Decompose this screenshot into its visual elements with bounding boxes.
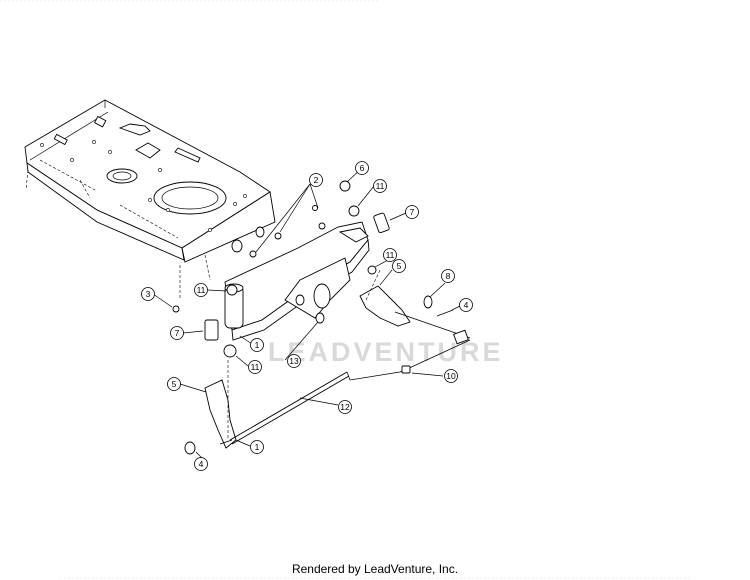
callout-11: 11 (248, 360, 262, 374)
callout-7: 7 (405, 205, 419, 219)
callout-10: 10 (444, 369, 458, 383)
svg-text:11: 11 (386, 250, 395, 260)
callout-2: 2 (309, 173, 323, 187)
tie-rod-12 (219, 369, 406, 445)
spacer-7-top (373, 212, 390, 234)
callout-13: 13 (287, 354, 301, 368)
front-axle-part (224, 221, 370, 341)
callout-5: 5 (167, 377, 181, 391)
svg-text:12: 12 (340, 402, 350, 412)
svg-text:8: 8 (446, 271, 451, 281)
svg-text:5: 5 (172, 379, 177, 389)
nut-3 (172, 305, 180, 313)
svg-text:10: 10 (446, 371, 456, 381)
cap-6 (339, 180, 351, 192)
spindle-left (204, 360, 237, 449)
svg-text:11: 11 (376, 181, 385, 191)
svg-text:1: 1 (255, 340, 260, 350)
svg-text:11: 11 (197, 285, 206, 295)
svg-text:11: 11 (251, 362, 260, 372)
watermark: LEADVENTURE (268, 337, 504, 367)
washer-8 (423, 295, 433, 309)
callout-8: 8 (441, 269, 455, 283)
svg-text:5: 5 (397, 261, 402, 271)
bolt-2-parts (249, 205, 326, 258)
nut-11-parts (223, 205, 377, 358)
callout-1: 1 (250, 338, 264, 352)
drag-link-10 (401, 339, 471, 374)
callout-7: 7 (170, 326, 184, 340)
leader-lines (152, 167, 461, 462)
callout-11: 11 (383, 248, 397, 262)
spacer-7-left (204, 319, 219, 341)
callout-3: 3 (141, 287, 155, 301)
svg-text:6: 6 (360, 163, 365, 173)
svg-text:13: 13 (289, 356, 299, 366)
callout-12: 12 (338, 400, 352, 414)
frame-part (24, 99, 276, 300)
svg-text:7: 7 (410, 207, 415, 217)
callout-6: 6 (355, 161, 369, 175)
svg-text:1: 1 (255, 442, 260, 452)
callout-1: 1 (250, 440, 264, 454)
callout-5: 5 (392, 259, 406, 273)
footer-credit: Rendered by LeadVenture, Inc. (291, 562, 459, 576)
svg-text:7: 7 (175, 328, 180, 338)
svg-text:2: 2 (314, 175, 319, 185)
callout-11: 11 (373, 179, 387, 193)
spindle-right (359, 269, 471, 345)
svg-text:4: 4 (199, 459, 204, 469)
svg-text:3: 3 (146, 289, 151, 299)
svg-text:4: 4 (464, 300, 469, 310)
callout-11: 11 (194, 283, 208, 297)
callout-4: 4 (459, 298, 473, 312)
callout-4: 4 (194, 457, 208, 471)
